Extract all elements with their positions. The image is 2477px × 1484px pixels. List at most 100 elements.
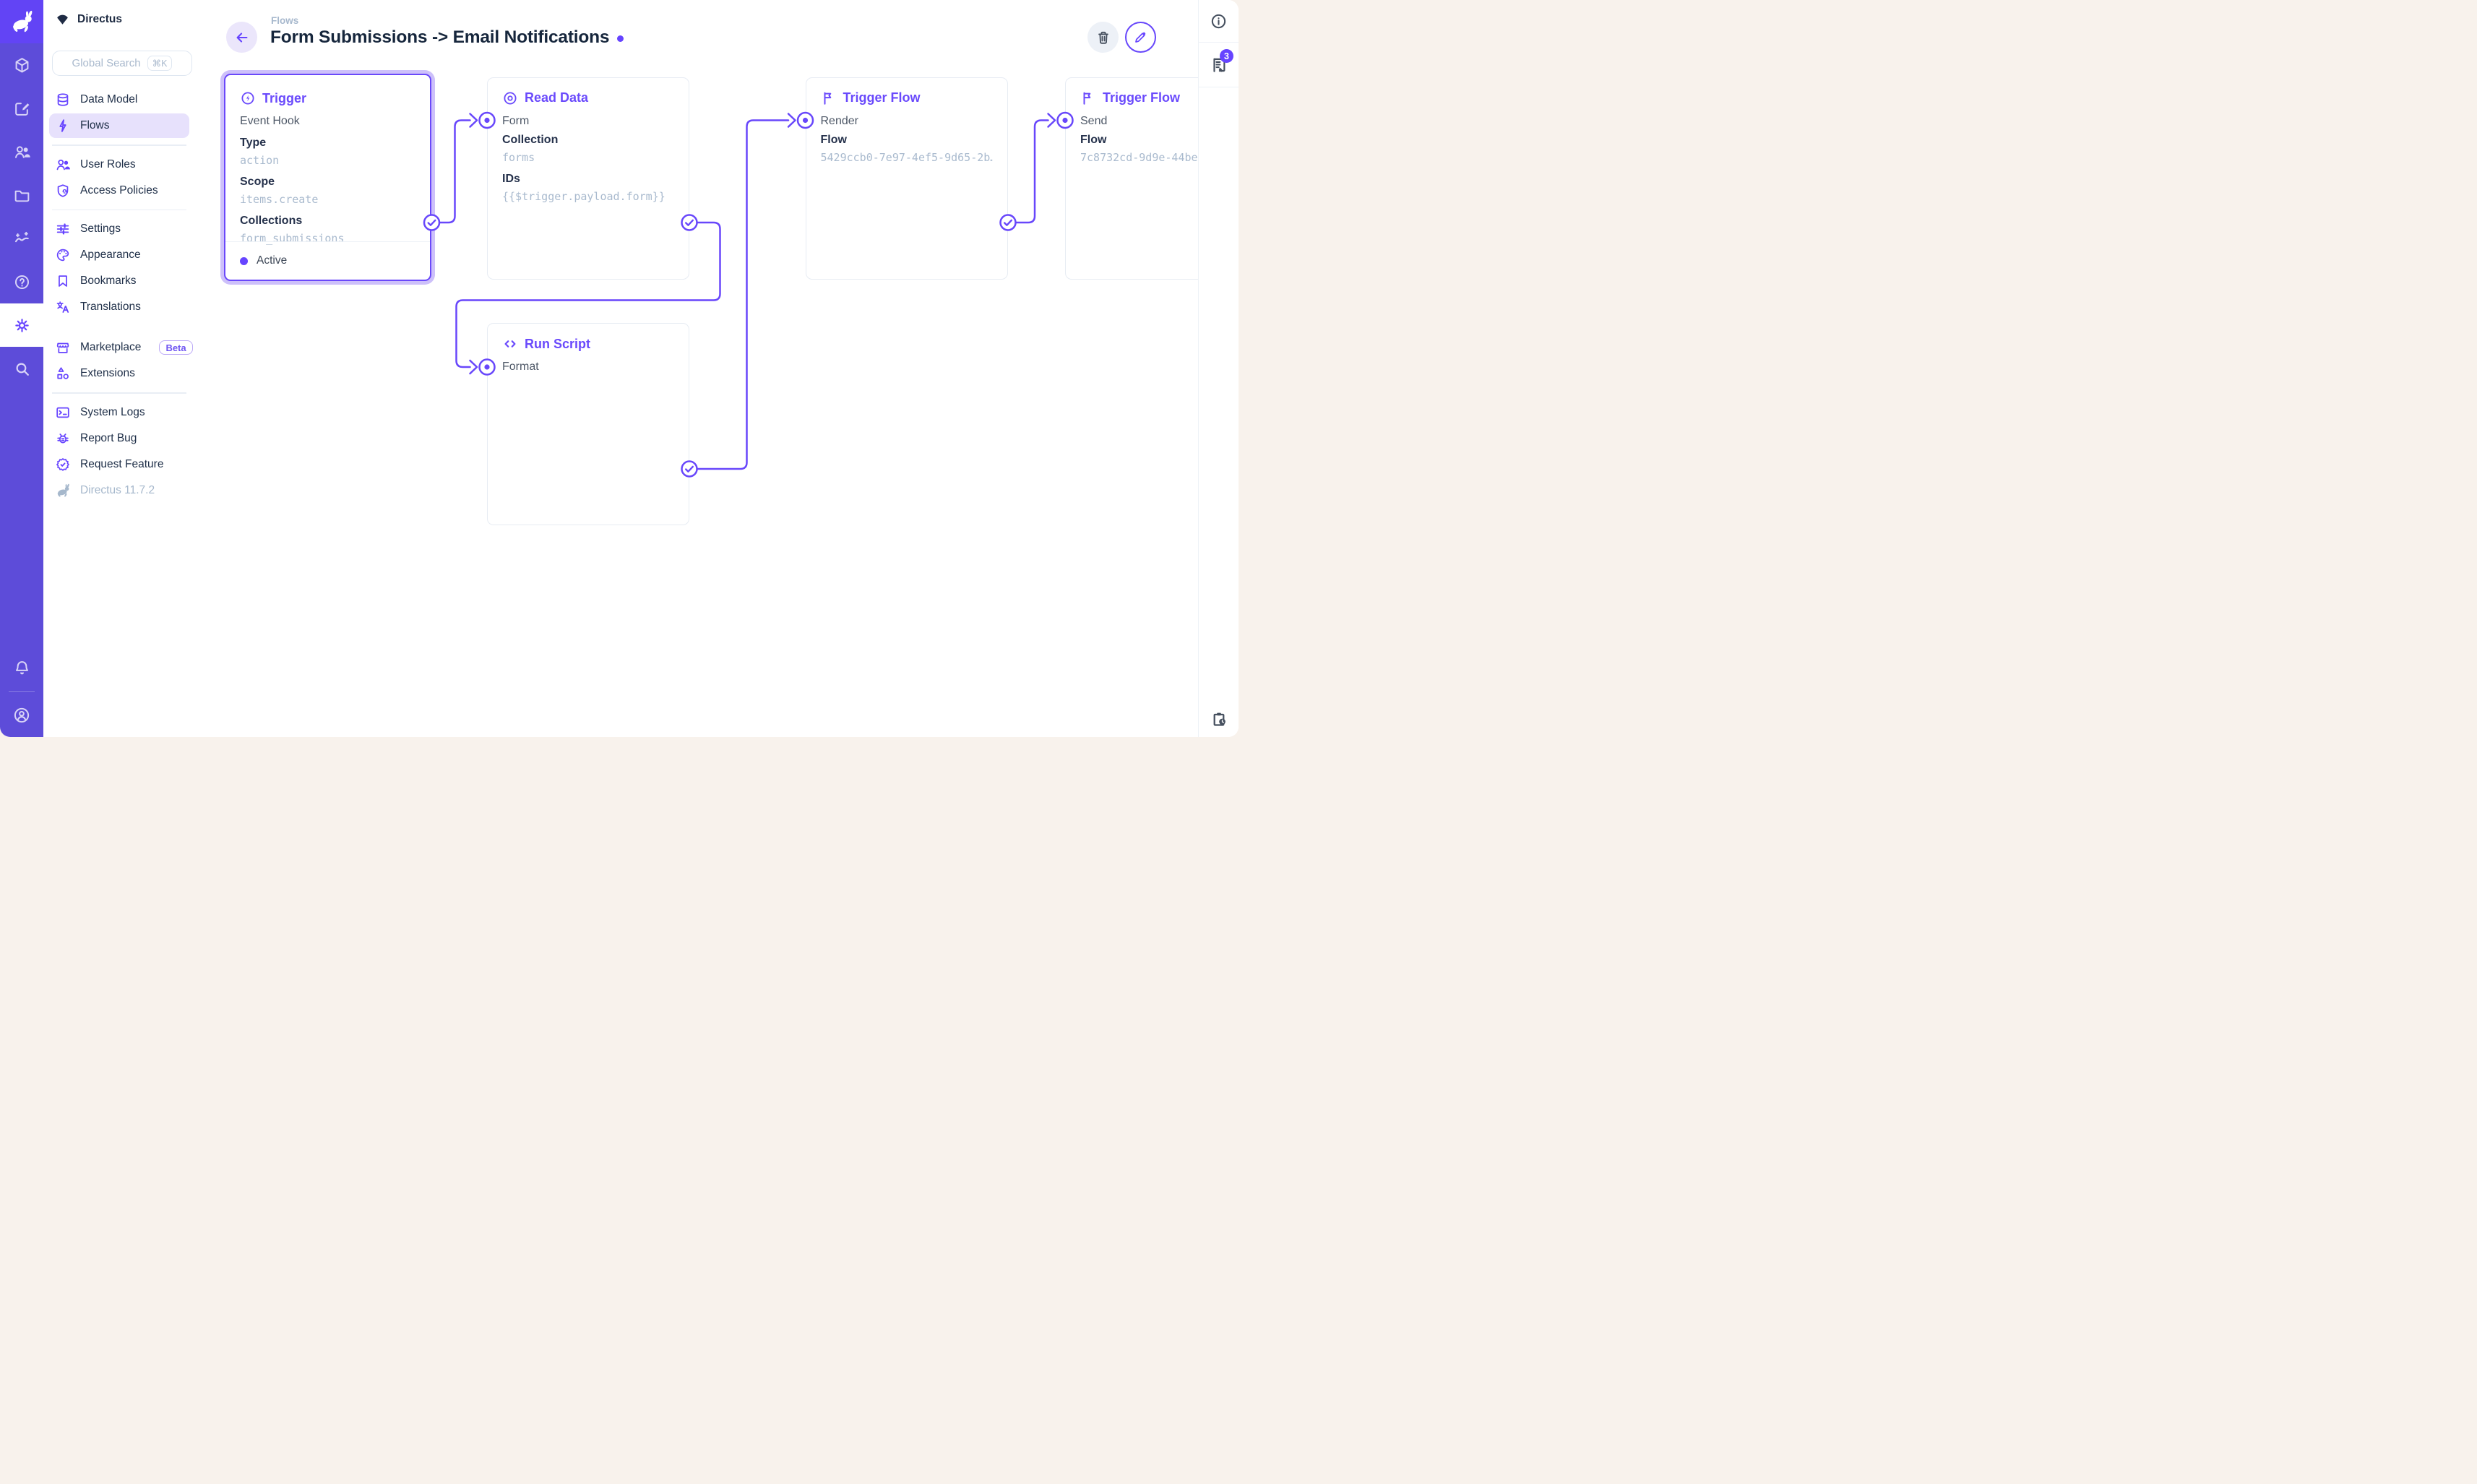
search-placeholder: Global Search [72, 57, 141, 69]
node-type-label: Run Script [525, 336, 591, 351]
sidebar-item-user-roles[interactable]: User Roles [49, 152, 189, 177]
user-menu-button[interactable] [0, 694, 43, 737]
sidebar-divider [52, 209, 186, 210]
terminal-icon [55, 405, 71, 420]
sidebar-item-marketplace[interactable]: Marketplace Beta [49, 335, 193, 360]
sidebar-item-label: System Logs [80, 405, 145, 418]
logs-schedule-button[interactable] [1199, 709, 1238, 728]
cube-icon [15, 57, 28, 72]
sidebar-item-report-bug[interactable]: Report Bug [49, 426, 189, 451]
status-label: Active [257, 254, 288, 267]
bookmark-icon [55, 273, 71, 289]
database-icon [55, 92, 71, 108]
rabbit-version-icon [55, 483, 71, 499]
clipboard-clock-icon [1213, 712, 1225, 726]
back-button[interactable] [226, 22, 257, 53]
sidebar-item-label: Marketplace [80, 341, 142, 353]
field-value: items.create [240, 193, 319, 206]
sidebar-nav: Data Model Flows User Roles [49, 86, 193, 504]
field-label: Flow [1080, 133, 1107, 146]
module-users-button[interactable] [0, 130, 43, 173]
sidebar-item-label: Translations [80, 301, 141, 313]
field-value: forms [502, 150, 535, 164]
bolt-circle-icon [240, 90, 256, 106]
navigation-sidebar: Directus Global Search ⌘K Data Model [43, 0, 194, 737]
insights-icon [14, 231, 29, 242]
module-collections-button[interactable] [0, 43, 43, 87]
user-roles-icon [55, 157, 71, 173]
notifications-button[interactable] [0, 647, 43, 690]
sidebar-item-system-logs[interactable]: System Logs [49, 400, 189, 425]
module-rail [0, 0, 43, 737]
module-insights-button[interactable] [0, 217, 43, 260]
module-settings-button[interactable] [0, 303, 43, 347]
sidebar-item-translations[interactable]: Translations [49, 295, 189, 319]
sidebar-item-flows[interactable]: Flows [49, 113, 189, 138]
node-name: Render [820, 114, 858, 127]
compose-icon [14, 102, 29, 116]
sidebar-item-access-policies[interactable]: Access Policies [49, 178, 189, 203]
sidebar-divider [52, 144, 186, 146]
global-search-input[interactable]: Global Search ⌘K [52, 51, 192, 76]
field-label: Collection [502, 133, 559, 146]
sidebar-item-bookmarks[interactable]: Bookmarks [49, 269, 189, 293]
revisions-button[interactable]: 3 [1199, 43, 1238, 87]
field-value: action [240, 154, 280, 167]
edge-arrowhead [469, 113, 478, 128]
flow-node-trigger[interactable]: Trigger Event Hook Type action Scope ite… [224, 74, 431, 281]
directus-app-window: Directus Global Search ⌘K Data Model [0, 0, 1238, 737]
node-name: Event Hook [240, 115, 300, 127]
shapes-icon [55, 366, 71, 381]
node-type-label: Trigger Flow [1103, 90, 1181, 105]
gear-icon [14, 318, 29, 332]
edit-flow-button[interactable] [1125, 22, 1156, 53]
badge-check-icon [55, 457, 71, 473]
module-content-button[interactable] [0, 87, 43, 130]
flow-node-trigger-flow-render[interactable]: Trigger Flow Render Flow 5429ccb0-7e97-4… [805, 77, 1008, 280]
info-button[interactable] [1199, 0, 1238, 43]
directus-logo[interactable] [0, 0, 43, 43]
flow-node-run-script[interactable]: Run Script Format [487, 323, 689, 525]
sidebar-item-label: Bookmarks [80, 275, 137, 287]
folder-icon [14, 190, 29, 202]
rabbit-icon [13, 10, 33, 33]
sidebar-item-settings[interactable]: Settings [49, 217, 189, 241]
field-label: Type [240, 137, 267, 149]
unsaved-indicator-dot [617, 35, 624, 42]
sidebar-item-label: Data Model [80, 93, 138, 105]
sidebar-item-request-feature[interactable]: Request Feature [49, 452, 189, 477]
flow-node-read-data[interactable]: Read Data Form Collection forms IDs {{$t… [487, 77, 689, 280]
field-label: Flow [820, 133, 847, 146]
module-help-button[interactable] [0, 260, 43, 303]
flag-icon [821, 90, 837, 106]
flow-editor-main: Flows Form Submissions -> Email Notifica… [194, 0, 1238, 737]
code-icon [502, 336, 518, 352]
right-sidebar-rail: 3 [1198, 0, 1238, 737]
project-switcher[interactable]: Directus [43, 0, 194, 36]
flow-canvas[interactable]: Trigger Event Hook Type action Scope ite… [194, 0, 1238, 737]
edge-arrowhead [1047, 113, 1056, 128]
bug-icon [55, 431, 71, 447]
sidebar-item-data-model[interactable]: Data Model [49, 87, 189, 112]
sidebar-divider [52, 392, 186, 394]
edge-arrowhead [469, 359, 478, 375]
field-label: IDs [502, 172, 520, 185]
delete-flow-button[interactable] [1087, 22, 1119, 53]
sidebar-item-appearance[interactable]: Appearance [49, 243, 189, 267]
edge-run-script-to-render [696, 119, 790, 470]
field-value: 7c8732cd-9d9e-44be [1080, 150, 1198, 164]
module-files-button[interactable] [0, 173, 43, 217]
sidebar-item-label: Appearance [80, 249, 141, 261]
sidebar-item-label: Flows [80, 119, 110, 131]
field-label: Collections [240, 215, 303, 227]
sidebar-item-extensions[interactable]: Extensions [49, 361, 189, 386]
users-icon [14, 145, 30, 158]
status-dot [240, 256, 248, 265]
node-name: Send [1080, 114, 1108, 127]
tune-icon [55, 221, 71, 237]
module-search-button[interactable] [0, 347, 43, 390]
sidebar-section-gap [49, 321, 189, 334]
eye-icon [502, 90, 518, 106]
project-wedge-icon [57, 14, 68, 25]
breadcrumb[interactable]: Flows [271, 15, 299, 26]
